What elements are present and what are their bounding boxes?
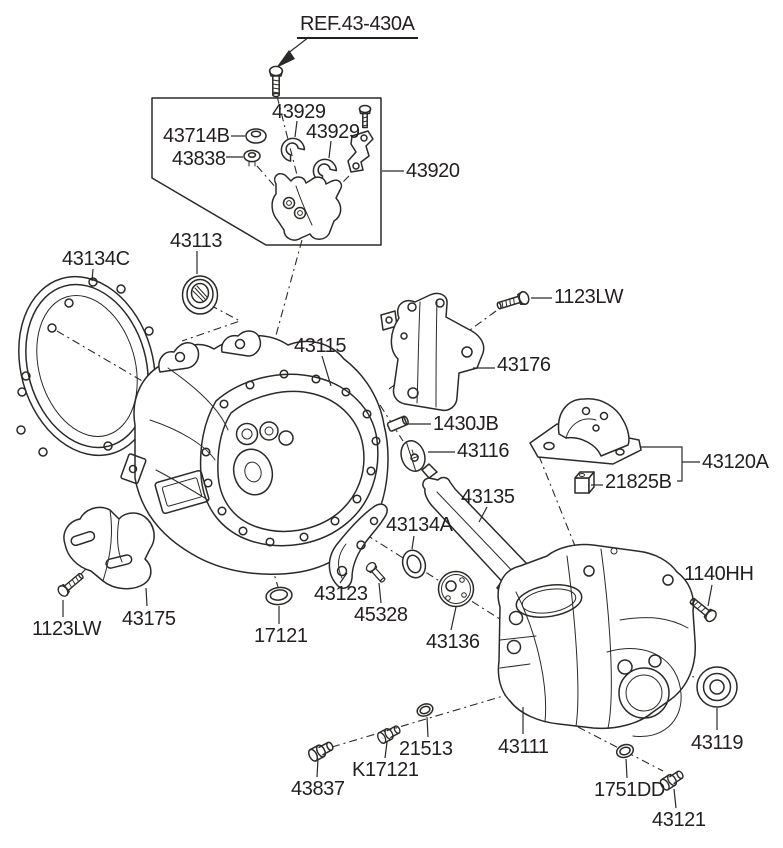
inset-box: [151, 97, 382, 246]
part-k17121-plug-drawing: [377, 725, 401, 744]
ref-arrow: [276, 36, 310, 68]
label-43136: 43136: [426, 631, 480, 653]
label-43134c: 43134C: [62, 248, 130, 270]
leader-lines: [62, 120, 718, 809]
label-k17121: K17121: [352, 759, 419, 781]
label-43119: 43119: [691, 732, 744, 754]
label-21513: 21513: [399, 738, 453, 760]
label-43116: 43116: [457, 440, 510, 462]
part-43111-case-drawing: [497, 543, 697, 738]
label-43176: 43176: [497, 354, 551, 376]
label-1430jb: 1430JB: [433, 413, 499, 435]
label-43115: 43115: [294, 335, 347, 357]
part-43123-arm-drawing: [328, 503, 388, 589]
label-43135: 43135: [461, 486, 515, 508]
part-45328-bolt-drawing: [365, 562, 386, 583]
part-43929a-drawing: [280, 137, 306, 162]
part-21825b-damper-drawing: [574, 471, 595, 494]
label-1751dd: 1751DD: [594, 779, 665, 801]
label-43714b: 43714B: [163, 125, 230, 147]
label-1123lw-top: 1123LW: [554, 286, 624, 308]
part-43121-plug-drawing: [659, 770, 684, 791]
part-43134c-gasket-drawing: [16, 275, 156, 457]
part-43115-case-drawing: [120, 330, 389, 575]
part-43116-drawing: [400, 440, 426, 472]
part-43176-bracket-drawing: [380, 292, 485, 412]
part-1751dd-washer-drawing: [615, 743, 635, 759]
label-43929-b: 43929: [306, 121, 360, 143]
part-43134a-seal-drawing: [401, 549, 427, 579]
ref-bolt-drawing: [268, 65, 284, 98]
part-1430jb-pin-drawing: [386, 415, 409, 432]
label-1123lw-bottom: 1123LW: [32, 618, 102, 640]
label-45328: 45328: [354, 604, 408, 626]
label-43175: 43175: [122, 608, 176, 630]
label-21825b: 21825B: [605, 471, 672, 493]
label-ref-43-430a: REF.43-430A: [297, 14, 418, 39]
part-1140hh-bolt-drawing: [689, 597, 717, 623]
part-43920-bracket-drawing: [271, 172, 343, 241]
part-1123lw-bottom-bolt-drawing: [57, 572, 84, 597]
label-43123: 43123: [314, 583, 368, 605]
part-43113-bearing-drawing: [181, 275, 219, 315]
label-43929-a: 43929: [272, 101, 326, 123]
part-21513-ring-drawing: [416, 703, 434, 717]
part-43920-cable-end-drawing: [347, 104, 374, 173]
label-43920: 43920: [406, 160, 460, 182]
part-1123lw-top-bolt-drawing: [496, 290, 530, 310]
part-43136-disc-drawing: [437, 570, 475, 608]
part-43838-drawing: [243, 149, 261, 167]
label-43121: 43121: [652, 809, 706, 831]
part-43714b-drawing: [245, 128, 267, 144]
label-43113: 43113: [170, 230, 223, 252]
part-17121-ring-drawing: [265, 586, 293, 606]
part-43120a-mount-drawing: [529, 398, 700, 482]
part-43175-bracket-drawing: [63, 506, 155, 590]
label-43120a: 43120A: [702, 451, 769, 473]
label-43134a: 43134A: [386, 514, 453, 536]
label-43111: 43111: [498, 736, 549, 758]
label-43837: 43837: [291, 778, 345, 800]
label-17121: 17121: [254, 625, 308, 647]
part-43837-plug-drawing: [307, 741, 334, 762]
part-43119-seal-drawing: [696, 666, 738, 708]
label-43838: 43838: [172, 148, 226, 170]
label-1140hh: 1140HH: [684, 563, 754, 585]
